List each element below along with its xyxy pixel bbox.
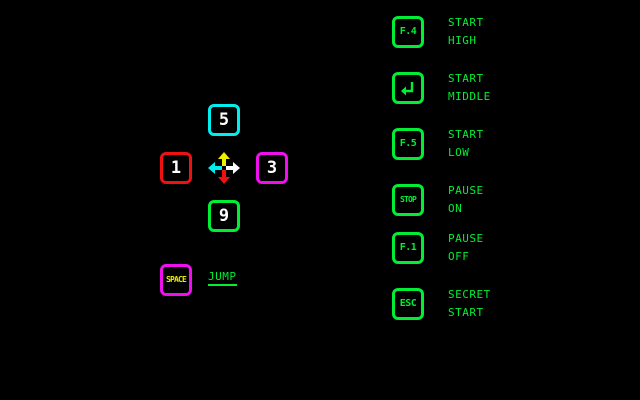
key-f4: F.4 xyxy=(392,16,424,48)
key-f1: F.1 xyxy=(392,232,424,264)
key-up-5: 5 xyxy=(208,104,240,136)
key-stop: STOP xyxy=(392,184,424,216)
key-right-3: 3 xyxy=(256,152,288,184)
key-enter xyxy=(392,72,424,104)
key-space: SPACE xyxy=(160,264,192,296)
key-down-9: 9 xyxy=(208,200,240,232)
key-left-1: 1 xyxy=(160,152,192,184)
key-f5: F.5 xyxy=(392,128,424,160)
jump-label: JUMP xyxy=(208,271,237,286)
enter-arrow-icon xyxy=(401,82,414,96)
four-way-arrows-icon xyxy=(208,152,240,184)
key-esc: ESC xyxy=(392,288,424,320)
